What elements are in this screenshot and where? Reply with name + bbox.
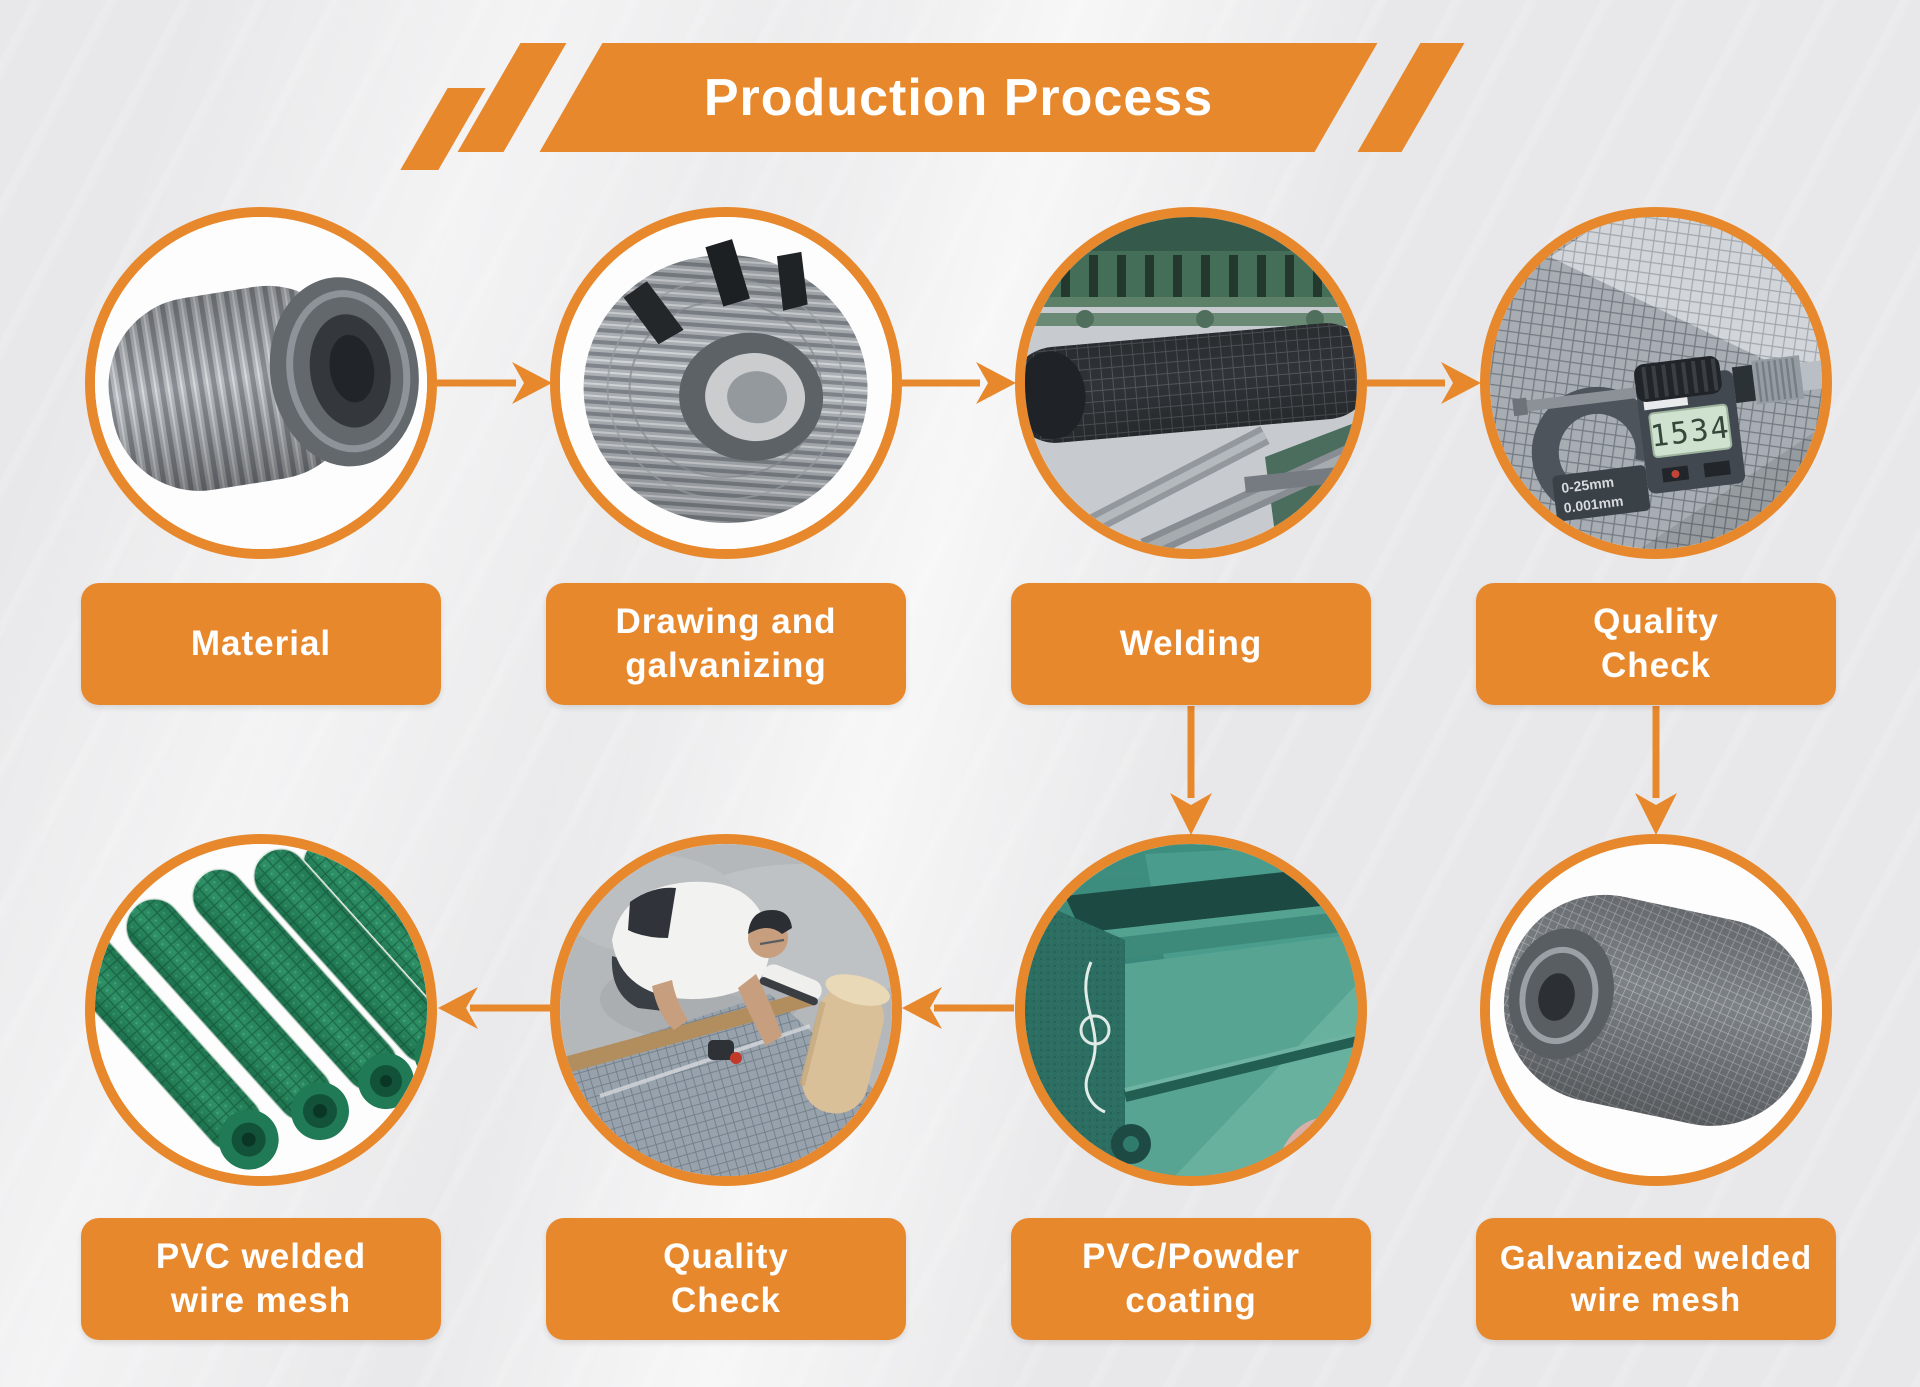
label-line: Material bbox=[190, 623, 332, 663]
label-line: wire mesh bbox=[1570, 1281, 1742, 1318]
circle-pvc-powder-coating bbox=[1015, 834, 1367, 1186]
green-pvc-mesh-rolls-photo bbox=[95, 844, 427, 1176]
digital-micrometer-photo: 0-25mm 0.001mm 1534 bbox=[1490, 217, 1822, 549]
step-label-material: Material bbox=[81, 583, 441, 705]
circle-quality-check-1: 0-25mm 0.001mm 1534 bbox=[1480, 207, 1832, 559]
label-line: Galvanized welded bbox=[1499, 1239, 1813, 1277]
step-label-galvanized-welded-wire-mesh: Galvanized welded wire mesh bbox=[1476, 1218, 1836, 1340]
arrow-welding-down-to-coating bbox=[1170, 706, 1212, 835]
label-line: PVC/Powder bbox=[1081, 1236, 1301, 1276]
step-label-quality-check-1: Quality Check bbox=[1476, 583, 1836, 705]
arrow-quality-check-2-to-pvc-mesh bbox=[438, 987, 550, 1029]
arrow-drawing-to-welding bbox=[902, 362, 1016, 404]
step-label-pvc-welded-wire-mesh: PVC welded wire mesh bbox=[81, 1218, 441, 1340]
arrow-quality-check-down-to-galvanized-mesh bbox=[1635, 706, 1677, 835]
label-line: PVC welded bbox=[155, 1236, 367, 1276]
label-line: galvanizing bbox=[625, 646, 827, 685]
label-line: Welding bbox=[1119, 623, 1263, 663]
galvanized-mesh-roll-photo bbox=[1490, 844, 1822, 1176]
arrow-material-to-drawing bbox=[437, 362, 552, 404]
worker-measuring-mesh-photo bbox=[560, 844, 892, 1176]
steel-wire-rod-coil-photo bbox=[95, 217, 427, 549]
micrometer-resolution-text: 0.001mm bbox=[1563, 493, 1624, 516]
step-label-welding: Welding bbox=[1011, 583, 1371, 705]
label-line: Quality bbox=[1593, 601, 1719, 641]
label-line: coating bbox=[1125, 1281, 1257, 1320]
label-line: Quality bbox=[663, 1236, 789, 1276]
arrow-welding-to-quality-check bbox=[1367, 362, 1481, 404]
worker-figure bbox=[611, 881, 822, 1046]
micrometer: 0-25mm 0.001mm 1534 bbox=[1512, 355, 1822, 522]
circle-pvc-welded-wire-mesh bbox=[85, 834, 437, 1186]
label-line: Check bbox=[1600, 646, 1712, 685]
step-label-pvc-powder-coating: PVC/Powder coating bbox=[1011, 1218, 1371, 1340]
green-coating-tank-photo bbox=[1025, 844, 1357, 1176]
galvanized-wire-coil-photo bbox=[560, 217, 892, 549]
circle-welding bbox=[1015, 207, 1367, 559]
circle-quality-check-2 bbox=[550, 834, 902, 1186]
circle-material bbox=[85, 207, 437, 559]
micrometer-range-text: 0-25mm bbox=[1560, 474, 1614, 496]
label-line: Drawing and bbox=[615, 601, 837, 641]
label-line: Check bbox=[670, 1281, 782, 1320]
banner-slash-right bbox=[1357, 43, 1465, 152]
label-line: wire mesh bbox=[170, 1281, 352, 1320]
circle-drawing-galvanizing bbox=[550, 207, 902, 559]
step-label-drawing-galvanizing: Drawing and galvanizing bbox=[546, 583, 906, 705]
arrow-coating-to-quality-check-2 bbox=[902, 987, 1014, 1029]
page-title: Production Process bbox=[703, 68, 1214, 127]
step-label-quality-check-2: Quality Check bbox=[546, 1218, 906, 1340]
mesh-welding-machine-photo bbox=[1025, 217, 1357, 549]
circle-galvanized-welded-wire-mesh bbox=[1480, 834, 1832, 1186]
